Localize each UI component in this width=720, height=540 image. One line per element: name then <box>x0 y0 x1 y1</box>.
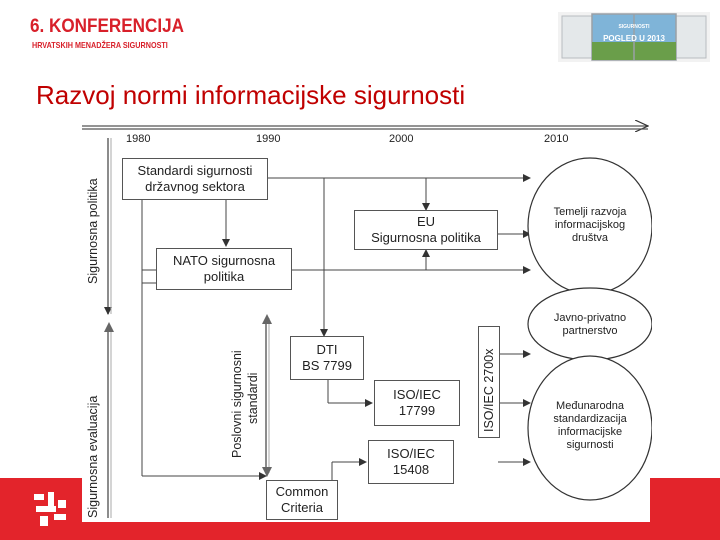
ellipse-temelji-line3: društva <box>571 232 609 244</box>
ellipse-medjunarodna-line2: standardizacija <box>553 413 627 425</box>
ellipse-medjunarodna-line1: Međunarodna <box>556 400 624 412</box>
ellipse-javno-privatno: Javno-privatno partnerstvo <box>534 312 646 338</box>
box-common-line1: Common <box>275 484 329 499</box>
box-iso-iec-15408: ISO/IEC 15408 <box>368 440 454 484</box>
box-iso17799-line1: ISO/IEC <box>393 387 441 402</box>
year-label-2010: 2010 <box>544 133 569 145</box>
axis-label-poslovni-line2: standardi <box>246 372 260 424</box>
ellipse-javno-line2: partnerstvo <box>562 325 618 337</box>
ellipse-medjunarodna-line4: sigurnosti <box>566 439 614 451</box>
box-dti-line1: DTI <box>316 342 338 357</box>
box-nato-sigurnosna-politika: NATO sigurnosna politika <box>156 248 292 290</box>
box-iso-2700x-label: ISO/IEC 2700x <box>482 348 496 432</box>
ellipse-javno-line1: Javno-privatno <box>553 312 627 324</box>
ellipse-temelji-line1: Temelji razvoja <box>553 206 627 218</box>
box-iso-iec-17799: ISO/IEC 17799 <box>374 380 460 426</box>
norms-diagram: 1980 1990 2000 2010 Sigurnosna politika … <box>82 118 652 523</box>
ellipse-medjunarodna-standardizacija: Međunarodna standardizacija informacijsk… <box>534 400 646 452</box>
box-standardi-line1: Standardi sigurnosti <box>137 163 253 178</box>
box-dti-bs7799: DTI BS 7799 <box>290 336 364 380</box>
window-banner-graphic <box>558 12 710 62</box>
ellipse-temelji-razvoja: Temelji razvoja informacijskog društva <box>534 206 646 245</box>
conference-banner-image: SIGURNOSTI POGLED U 2013 <box>558 12 710 62</box>
box-nato-line1: NATO sigurnosna <box>172 253 276 268</box>
year-label-2000: 2000 <box>389 133 414 145</box>
conference-logo: 6. KONFERENCIJA HRVATSKIH MENADŽERA SIGU… <box>30 16 200 56</box>
box-iso-iec-2700x <box>478 326 500 438</box>
axis-label-sigurnosna-politika: Sigurnosna politika <box>86 178 100 284</box>
banner-text-2: POGLED U 2013 <box>603 34 665 43</box>
ellipse-medjunarodna-line3: informacijske <box>557 426 623 438</box>
box-eu-sigurnosna-politika: EU Sigurnosna politika <box>354 210 498 250</box>
conference-subtitle: HRVATSKIH MENADŽERA SIGURNOSTI <box>32 40 168 50</box>
box-common-line2: Criteria <box>281 500 323 515</box>
year-label-1980: 1980 <box>126 133 151 145</box>
box-eu-line2: Sigurnosna politika <box>371 230 481 245</box>
ellipse-temelji-line2: informacijskog <box>554 219 626 231</box>
conference-mark-icon <box>32 490 72 530</box>
box-eu-line1: EU <box>416 214 436 229</box>
conference-title: 6. KONFERENCIJA <box>30 16 184 37</box>
banner-text-1: SIGURNOSTI <box>618 24 650 30</box>
box-iso17799-line2: 17799 <box>398 403 436 418</box>
year-label-1990: 1990 <box>256 133 281 145</box>
box-dti-line2: BS 7799 <box>302 358 352 373</box>
box-standardi-drzavnog-sektora: Standardi sigurnosti državnog sektora <box>122 158 268 200</box>
box-iso15408-line1: ISO/IEC <box>387 446 435 461</box>
box-common-criteria: Common Criteria <box>266 480 338 520</box>
axis-label-poslovni-line1: Poslovni sigurnosni <box>230 350 244 458</box>
slide-title: Razvoj normi informacijske sigurnosti <box>36 80 466 110</box>
box-nato-line2: politika <box>203 269 245 284</box>
box-standardi-line2: državnog sektora <box>145 179 245 194</box>
box-iso15408-line2: 15408 <box>392 462 430 477</box>
axis-label-sigurnosna-evaluacija: Sigurnosna evaluacija <box>86 395 100 518</box>
